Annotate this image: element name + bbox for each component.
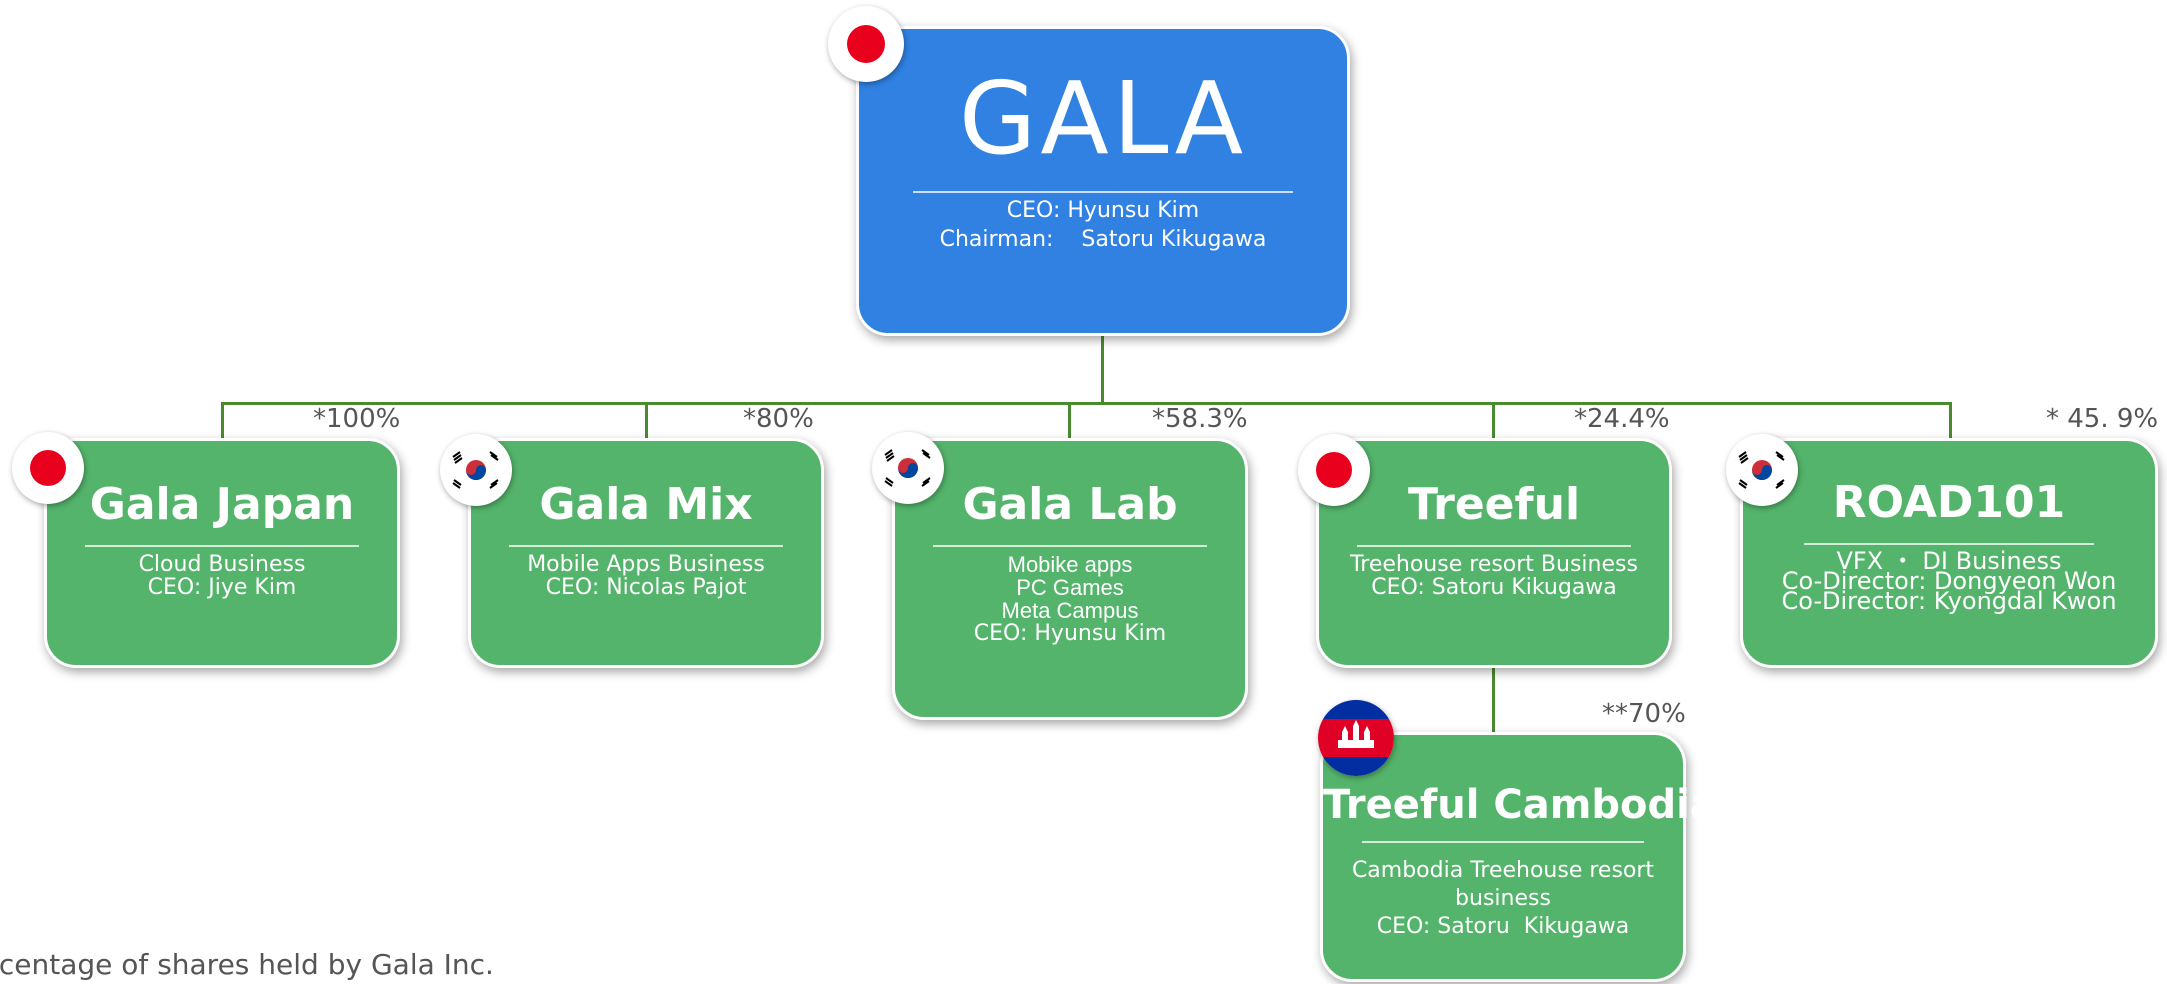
subsidiary-ceo-line: CEO: Hyunsu Kim — [973, 621, 1167, 647]
gala-logo: GALA — [958, 60, 1248, 177]
parent-ceo-line: CEO: Hyunsu Kim — [1006, 198, 1200, 223]
subsidiary-card-treeful: Treeful Treehouse resort Business CEO: S… — [1316, 438, 1672, 668]
subsidiary-ceo-line: CEO: Nicolas Pajot — [545, 575, 747, 601]
korea-flag-icon — [1726, 434, 1798, 506]
parent-chairman-line: Chairman: Satoru Kikugawa — [939, 227, 1267, 252]
subsidiary-name: Gala Lab — [962, 479, 1178, 530]
ownership-percentage: *24.4% — [1574, 404, 1670, 434]
subsidiary-codirector-line: Co-Director: Dongyeon Won — [1781, 567, 2117, 596]
divider — [85, 545, 359, 548]
japan-flag-icon — [1298, 434, 1370, 506]
subsidiary-ceo-line: CEO: Jiye Kim — [147, 575, 297, 601]
divider — [1362, 841, 1644, 843]
subsidiary-ceo-line: CEO: Satoru Kikugawa — [1371, 575, 1617, 601]
connector-treeful — [1492, 402, 1495, 438]
connector-gala-mix — [645, 402, 648, 438]
subsidiary-description-line: Mobike apps — [1007, 552, 1133, 578]
divider — [913, 191, 1293, 193]
subsidiary-card-road101: ROAD101 VFX ・ DI Business Co-Director: D… — [1740, 438, 2158, 668]
divider — [509, 545, 783, 548]
cambodia-flag-icon — [1318, 700, 1394, 776]
japan-flag-icon — [12, 432, 84, 504]
subsidiary-codirector-line: Co-Director: Kyongdal Kwon — [1781, 587, 2117, 616]
subsidiary-card-gala-lab: Gala Lab Mobike apps PC Games Meta Campu… — [892, 438, 1248, 720]
divider — [1357, 545, 1631, 548]
parent-company-card: GALA CEO: Hyunsu Kim Chairman: Satoru Ki… — [856, 26, 1350, 336]
connector-treeful-cambodia — [1492, 668, 1495, 732]
connector-parent-trunk — [1101, 334, 1104, 404]
divider — [1804, 543, 2094, 546]
connector-horizontal-bus — [221, 402, 1951, 405]
ownership-percentage: *100% — [313, 404, 401, 434]
subsidiary-name: Gala Mix — [539, 479, 753, 530]
subsidiary-description-line: Treehouse resort Business — [1350, 552, 1638, 578]
ownership-percentage: *80% — [743, 404, 814, 434]
korea-flag-icon — [440, 434, 512, 506]
japan-flag-icon — [828, 6, 904, 82]
subsidiary-name: ROAD101 — [1832, 477, 2066, 528]
subsidiary-description-line: PC Games — [1016, 575, 1124, 601]
korea-flag-icon — [872, 432, 944, 504]
connector-road101 — [1949, 402, 1952, 438]
subsidiary-card-treeful-cambodia: Treeful Cambodia Cambodia Treehouse reso… — [1320, 732, 1717, 982]
ownership-percentage: *58.3% — [1152, 404, 1248, 434]
subsidiary-card-gala-japan: Gala Japan Cloud Business CEO: Jiye Kim — [44, 438, 400, 668]
footnote: rcentage of shares held by Gala Inc. — [0, 948, 494, 981]
subsidiary-name: Treeful Cambodia — [1323, 782, 1717, 828]
subsidiary-name: Gala Japan — [89, 479, 355, 530]
subsidiary-description-line: Meta Campus — [1001, 598, 1139, 624]
subsidiary-description-line: business — [1455, 886, 1551, 911]
connector-gala-japan — [221, 402, 224, 438]
subsidiary-description-line: VFX ・ DI Business — [1836, 547, 2062, 576]
subsidiary-description-line: Mobile Apps Business — [527, 552, 765, 578]
subsidiary-ceo-line: CEO: Satoru Kikugawa — [1376, 914, 1630, 939]
subsidiary-description-line: Cloud Business — [138, 552, 306, 578]
subsidiary-name: Treeful — [1407, 479, 1581, 530]
ownership-percentage: * 45. 9% — [2046, 404, 2159, 434]
divider — [933, 545, 1207, 548]
subsidiary-card-gala-mix: Gala Mix Mobile Apps Business CEO: Nicol… — [468, 438, 824, 668]
ownership-percentage: **70% — [1602, 699, 1686, 729]
subsidiary-description-line: Cambodia Treehouse resort — [1351, 858, 1655, 883]
connector-gala-lab — [1068, 402, 1071, 438]
